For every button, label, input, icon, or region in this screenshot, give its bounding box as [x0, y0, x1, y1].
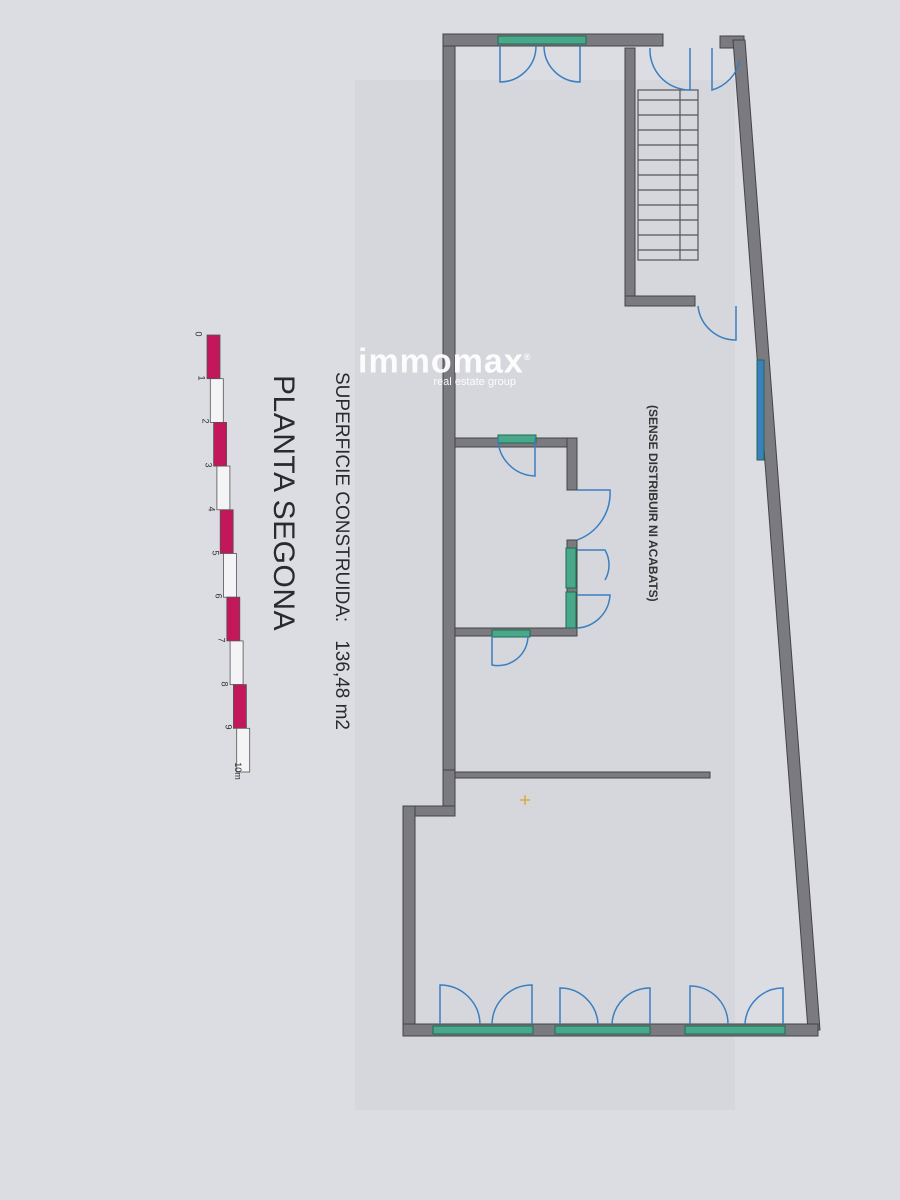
scale-segment — [216, 465, 231, 511]
window-room-bottom — [491, 629, 531, 638]
scale-segment — [226, 596, 241, 642]
window-bottom-1 — [432, 1025, 534, 1035]
scale-segment — [213, 421, 228, 467]
watermark-logo: immomax® real estate group — [358, 340, 531, 388]
scale-segment — [232, 684, 247, 729]
window-right — [756, 359, 765, 461]
window-room-top — [497, 434, 537, 444]
door-icon — [711, 48, 741, 91]
door-icon — [491, 984, 533, 1025]
door-icon — [576, 489, 611, 541]
room-wall-right-top — [566, 437, 578, 491]
door-icon — [559, 987, 599, 1025]
left-wall-lower — [402, 805, 416, 1037]
marker-icon — [520, 795, 530, 805]
right-wall — [732, 39, 821, 1031]
scale-tick-label: 8 — [219, 681, 230, 687]
scale-segment — [206, 334, 221, 380]
scale-tick-label: 10m — [232, 762, 243, 780]
scale-segment — [219, 509, 234, 554]
door-icon — [499, 45, 537, 83]
registered-mark: ® — [523, 352, 532, 362]
scale-tick-label: 7 — [216, 637, 227, 643]
left-wall-upper — [442, 33, 456, 775]
door-icon — [744, 987, 784, 1025]
windows — [432, 35, 786, 1035]
partition-wall — [454, 771, 711, 779]
scale-tick-label: 3 — [203, 462, 214, 468]
scale-tick-label: 6 — [213, 593, 224, 599]
brand-tagline: real estate group — [433, 376, 516, 389]
surface-label: SUPERFICIE CONSTRUIDA: — [331, 372, 352, 623]
stair-wall-left — [624, 47, 636, 307]
stair-wall-bottom — [624, 295, 696, 307]
window-room-right-1 — [565, 547, 577, 589]
door-icon — [649, 47, 691, 91]
scale-tick-label: 0 — [193, 331, 204, 337]
window-bottom-2 — [554, 1025, 651, 1035]
scale-segment — [236, 727, 251, 773]
door-icon — [697, 305, 737, 341]
scale-bar — [206, 334, 251, 773]
surface-area: SUPERFICIE CONSTRUIDA: 136,48 m2 — [330, 372, 352, 748]
door-icon — [497, 437, 536, 477]
paper-shadow — [355, 80, 735, 1110]
scale-tick-label: 1 — [196, 375, 207, 381]
plan-note: (SENSE DISTRIBUIR NI ACABATS) — [646, 405, 660, 602]
left-wall-step — [442, 769, 456, 811]
door-icon — [577, 549, 610, 581]
scale-segment — [209, 378, 224, 423]
door-icon — [611, 987, 651, 1025]
door-icon — [491, 635, 529, 667]
door-icon — [439, 984, 481, 1025]
door-icon — [576, 594, 611, 629]
window-top — [497, 35, 587, 45]
scale-tick-label: 5 — [210, 549, 221, 556]
scale-tick-label: 9 — [223, 724, 234, 730]
door-icon — [689, 985, 729, 1025]
scale-tick-label: 4 — [206, 506, 217, 512]
staircase — [637, 89, 699, 261]
scale-segment — [229, 640, 244, 686]
scale-tick-label: 2 — [200, 418, 211, 424]
window-room-right-2 — [565, 591, 577, 629]
window-bottom-3 — [684, 1025, 786, 1035]
door-swings — [439, 45, 784, 1025]
plan-title: PLANTA SEGONA — [267, 375, 300, 632]
surface-value: 136,48 m2 — [331, 640, 352, 730]
brand-name: immomax — [358, 342, 524, 381]
door-icon — [543, 45, 581, 83]
scale-segment — [223, 553, 237, 598]
